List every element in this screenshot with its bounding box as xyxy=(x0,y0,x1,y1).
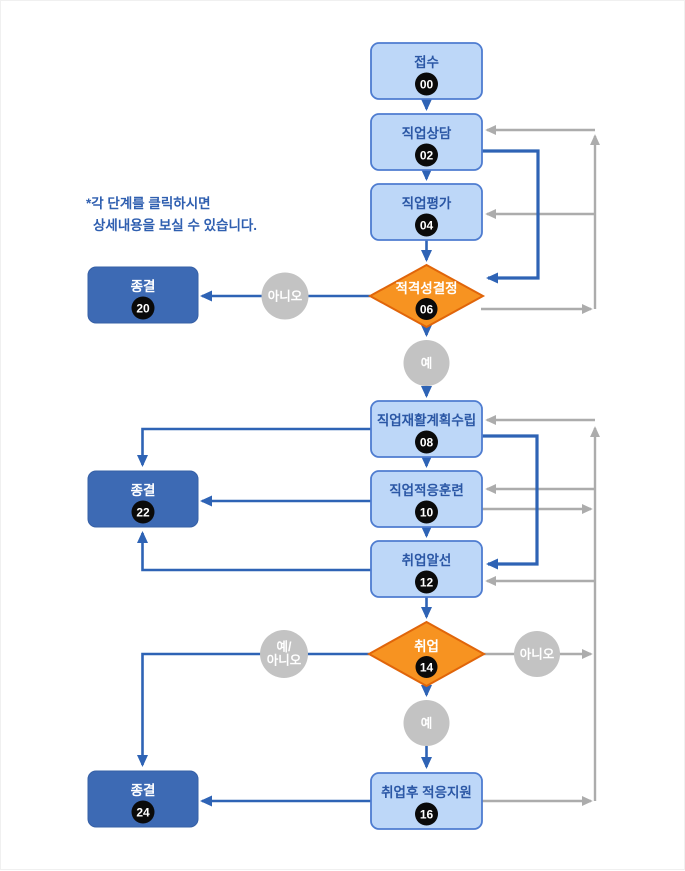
label-circle-yes-2: 예 xyxy=(403,700,450,746)
node-evaluation-label: 직업평가 xyxy=(402,195,452,211)
node-closure-22-code: 22 xyxy=(136,506,150,520)
node-closure-24-label: 종결 xyxy=(131,782,156,798)
node-plan-badge xyxy=(415,430,438,454)
yes-no-circle xyxy=(260,630,308,678)
node-reception-label: 접수 xyxy=(414,55,439,70)
node-employment-decision[interactable]: 취업 14 xyxy=(366,620,487,688)
node-training-label: 직업적응훈련 xyxy=(389,482,464,498)
node-evaluation-badge xyxy=(415,213,438,237)
node-reception[interactable]: 접수 00 xyxy=(370,42,483,100)
node-closure-24-code: 24 xyxy=(136,806,150,820)
node-training-box[interactable] xyxy=(370,470,483,528)
node-plan-box[interactable] xyxy=(370,400,483,458)
label-circle-yes-1: 예 xyxy=(403,340,450,386)
blue-line-plan-to-placement xyxy=(482,434,539,570)
node-employment-diamond[interactable] xyxy=(366,620,487,688)
yes-circle-label: 예 xyxy=(421,356,433,371)
no-circle xyxy=(514,631,560,677)
node-closure-20-box[interactable] xyxy=(87,266,199,324)
yes-circle xyxy=(403,700,450,746)
yes-no-circle-label-line1: 예/ xyxy=(277,639,293,654)
node-reception-box[interactable] xyxy=(370,42,483,100)
node-closure-24-box[interactable] xyxy=(87,770,199,828)
node-closure-24[interactable]: 종결 24 xyxy=(87,770,199,828)
node-closure-20-badge xyxy=(131,296,155,320)
node-support-label: 취업후 적응지원 xyxy=(381,784,472,800)
node-employment-code: 14 xyxy=(420,661,434,675)
node-counseling-box[interactable] xyxy=(370,113,483,171)
node-closure-22[interactable]: 종결 22 xyxy=(87,470,199,528)
node-evaluation-code: 04 xyxy=(420,219,434,233)
node-plan-label: 직업재활계획수립 xyxy=(377,412,476,428)
node-closure-22-label: 종결 xyxy=(131,482,156,498)
node-placement-label: 취업알선 xyxy=(402,553,452,568)
node-closure-22-badge xyxy=(131,500,155,524)
arrow-employment-yesno-to-closure24 xyxy=(137,652,369,767)
node-placement-code: 12 xyxy=(420,576,434,590)
node-eligibility-decision[interactable]: 적격성결정 06 xyxy=(367,263,486,329)
no-circle xyxy=(261,272,309,320)
node-placement-badge xyxy=(415,570,438,594)
node-support-code: 16 xyxy=(420,808,434,822)
node-employment-label: 취업 xyxy=(414,639,439,654)
arrow-plan-to-closure22-top xyxy=(137,427,371,467)
node-employment-badge xyxy=(415,656,438,678)
node-counseling-badge xyxy=(415,143,438,167)
node-eligibility-code: 06 xyxy=(420,303,434,317)
node-counseling[interactable]: 직업상담 02 xyxy=(370,113,483,171)
label-circle-no-1: 아니오 xyxy=(261,272,309,320)
node-placement-box[interactable] xyxy=(370,540,483,598)
node-evaluation[interactable]: 직업평가 04 xyxy=(370,183,483,241)
node-closure-22-box[interactable] xyxy=(87,470,199,528)
node-counseling-label: 직업상담 xyxy=(402,125,452,141)
node-eligibility-label: 적격성결정 xyxy=(395,280,457,296)
node-closure-20[interactable]: 종결 20 xyxy=(87,266,199,324)
arrow-placement-to-closure22-bottom xyxy=(137,531,371,572)
yes-circle-label: 예 xyxy=(421,716,433,731)
no-circle-label: 아니오 xyxy=(268,289,303,304)
node-plan-code: 08 xyxy=(420,436,434,450)
node-training-badge xyxy=(415,500,438,524)
node-closure-20-code: 20 xyxy=(136,302,150,316)
node-support-box[interactable] xyxy=(370,772,483,830)
node-support-badge xyxy=(415,802,438,826)
node-support[interactable]: 취업후 적응지원 16 xyxy=(370,772,483,830)
click-note-line2: 상세내용을 보실 수 있습니다. xyxy=(93,218,257,233)
node-counseling-code: 02 xyxy=(420,149,434,163)
yes-no-circle-label-line2: 아니오 xyxy=(267,653,302,668)
node-closure-24-badge xyxy=(131,800,155,824)
node-reception-badge xyxy=(415,72,438,96)
node-eligibility-badge xyxy=(415,298,438,320)
yes-circle xyxy=(403,340,450,386)
node-closure-20-label: 종결 xyxy=(131,278,156,294)
node-evaluation-box[interactable] xyxy=(370,183,483,241)
node-reception-code: 00 xyxy=(420,78,434,92)
node-training[interactable]: 직업적응훈련 10 xyxy=(370,470,483,528)
node-training-code: 10 xyxy=(420,506,434,520)
node-plan[interactable]: 직업재활계획수립 08 xyxy=(370,400,483,458)
label-circle-yes-no: 예/ 아니오 xyxy=(260,630,308,678)
click-note-line1: *각 단계를 클릭하시면 xyxy=(86,195,211,211)
no-circle-label: 아니오 xyxy=(520,647,555,662)
label-circle-no-2: 아니오 xyxy=(514,631,560,677)
node-placement[interactable]: 취업알선 12 xyxy=(370,540,483,598)
blue-line-counseling-to-eligibility xyxy=(482,149,540,284)
node-eligibility-diamond[interactable] xyxy=(367,263,486,329)
